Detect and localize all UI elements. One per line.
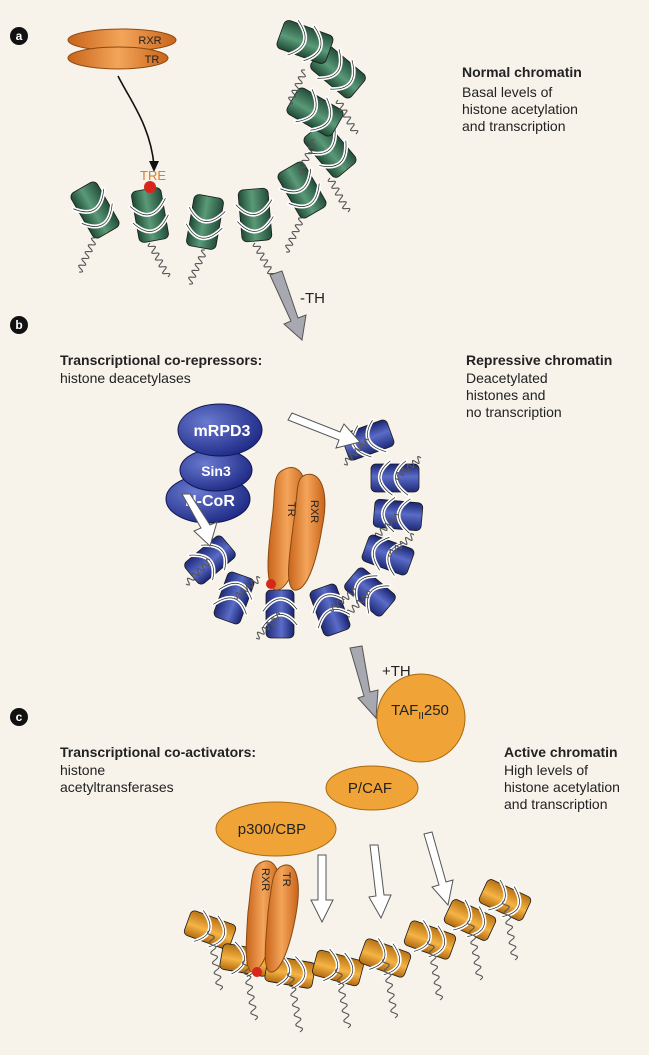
active-chromatin-title: Active chromatin [504,744,618,761]
taf-main: TAF [391,702,418,719]
taf-num: 250 [424,702,449,719]
coactivator-complex: TAFII250 P/CAF p300/CBP [216,674,465,856]
panel-b-badge: b [10,316,28,334]
coactivators-desc: histone acetyltransferases [60,762,174,796]
arrow-plus-th [350,646,378,718]
deacetylation-arrow-1 [288,413,360,448]
rxr-tr-dimer-a: RXR TR [68,29,176,69]
rxr-tr-dimer-c: RXR TR [246,861,298,972]
normal-chromatin-desc: Basal levels of histone acetylation and … [462,84,578,135]
nucleosome [128,186,172,243]
histone-tail [189,250,206,284]
tre-site-c [252,967,262,977]
tr-rxr-dimer-b: TR RXR [268,467,325,590]
tre-label: TRE [140,168,166,183]
histone-tail [148,243,170,277]
panel-c-badge: c [10,708,28,726]
active-chromatin-fiber [182,875,534,1032]
corepressors-title: Transcriptional co-repressors: [60,352,262,369]
histone-tail [286,218,303,252]
minus-th-label: -TH [300,290,325,307]
acetylation-arrow-3 [424,832,453,905]
histone-tail [328,178,350,212]
histone-tail [79,238,96,272]
corepressors-desc: histone deacetylases [60,370,191,387]
active-chromatin-desc: High levels of histone acetylation and t… [504,762,620,813]
nucleosome [274,16,335,68]
panel-a-badge: a [10,27,28,45]
tr-label-c: TR [280,872,292,887]
corepressor-complex: mRPD3 Sin3 N-CoR [166,404,262,523]
normal-chromatin-title: Normal chromatin [462,64,582,81]
acetylation-arrow-2 [369,845,391,918]
mrpd3-label: mRPD3 [194,423,251,440]
tr-label-b: TR [285,502,297,517]
nucleosome [183,193,227,250]
nucleosome [235,188,275,243]
repressive-chromatin-title: Repressive chromatin [466,352,612,369]
p300-label: p300/CBP [238,821,306,838]
sin3-label: Sin3 [201,463,231,479]
nucleosome [66,178,123,241]
pcaf-label: P/CAF [348,780,392,797]
rxr-label-a: RXR [138,35,161,47]
repressive-chromatin-desc: Deacetylated histones and no transcripti… [466,370,562,421]
tr-label-a: TR [145,54,160,66]
histone-tail [253,243,275,277]
binding-arrow-a [118,76,154,165]
rxr-label-b: RXR [308,500,320,523]
rxr-label-c: RXR [259,868,271,891]
coactivators-title: Transcriptional co-activators: [60,744,256,761]
tre-site-b [266,579,276,589]
acetylation-arrow-1 [311,855,333,922]
